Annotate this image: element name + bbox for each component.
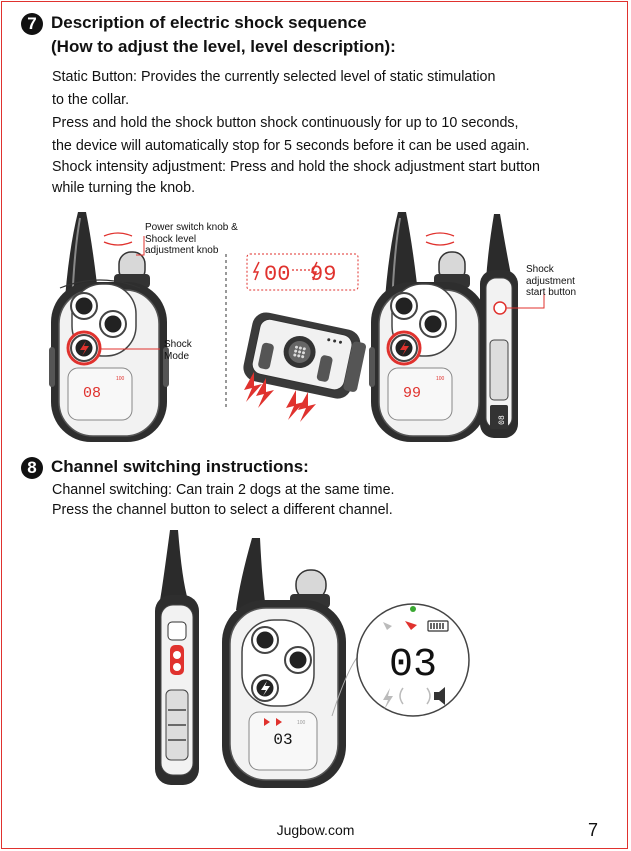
para-line: while turning the knob.	[52, 180, 196, 196]
right-display-top: 100	[436, 376, 445, 382]
footer-site: Jugbow.com	[276, 822, 355, 838]
range-low: 00	[264, 262, 290, 287]
callout-line: Shock	[164, 339, 192, 350]
page-number: 7	[588, 820, 599, 840]
para-line: Static Button: Provides the currently se…	[52, 69, 496, 85]
callout-line: start button	[526, 287, 577, 298]
section-8-badge: 8	[21, 457, 43, 479]
range-high: 99	[310, 262, 336, 287]
para-line: the device will automatically stop for 5…	[52, 138, 530, 154]
section8-display-top: 100	[297, 720, 306, 726]
side-remote-level: 08	[498, 415, 507, 425]
para-line: to the collar.	[52, 92, 130, 108]
para-line: Shock intensity adjustment: Press and ho…	[52, 159, 540, 175]
section-7-subtitle: (How to adjust the level, level descript…	[51, 37, 396, 56]
left-display-top: 100	[116, 376, 125, 382]
left-remote-level: 08	[83, 385, 101, 402]
para-line: Press and hold the shock button shock co…	[52, 115, 519, 131]
section-8-title: Channel switching instructions:	[51, 457, 309, 476]
section-8-line: Press the channel button to select a dif…	[52, 502, 393, 518]
callout-line: Power switch knob &	[145, 222, 238, 233]
section-8-line: Channel switching: Can train 2 dogs at t…	[52, 482, 395, 498]
section8-remote-level: 03	[273, 731, 292, 749]
adjust-start-callout: Shock adjustment start button	[526, 264, 576, 299]
right-remote-level: 99	[403, 385, 421, 402]
callout-line: adjustment	[526, 275, 575, 287]
section-7-badge: 7	[21, 13, 43, 35]
callout-line: Shock level	[145, 233, 197, 245]
section-7-title: Description of electric shock sequence	[51, 13, 367, 32]
shock-mode-callout: Shock Mode	[164, 339, 192, 362]
knob-callout: Power switch knob & Shock level adjustme…	[145, 222, 238, 257]
callout-line: Shock	[526, 264, 554, 275]
zoom-level: 03	[389, 643, 437, 688]
callout-line: adjustment knob	[145, 245, 219, 256]
callout-line: Mode	[164, 350, 190, 362]
